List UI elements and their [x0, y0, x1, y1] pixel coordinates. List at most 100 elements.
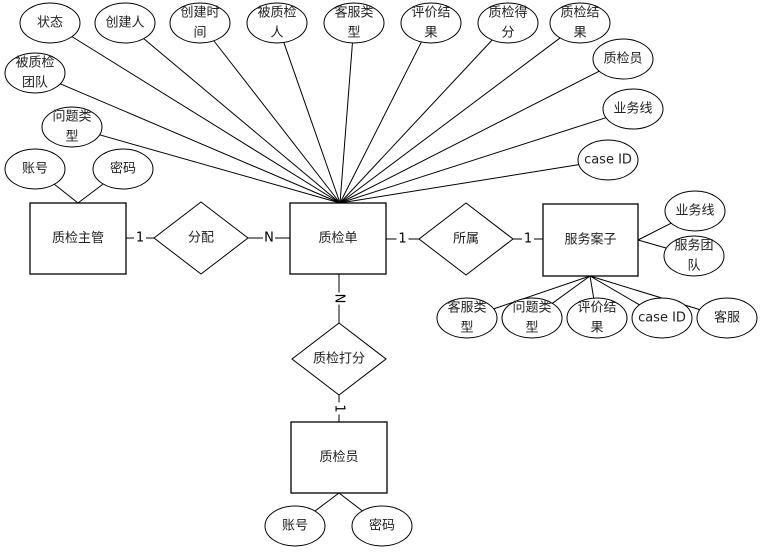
attribute-qc_order-status[interactable]: 状态	[19, 2, 81, 44]
entity-inspector[interactable]: 质检员	[290, 421, 388, 494]
entity-service_case[interactable]: 服务案子	[542, 203, 639, 277]
attribute-ellipse	[577, 139, 639, 181]
attribute-ellipse	[323, 2, 385, 44]
attribute-label: 队	[687, 259, 700, 274]
attribute-label: 人	[270, 26, 283, 41]
attribute-ellipse	[169, 2, 231, 44]
cardinality-label: 1	[398, 232, 406, 247]
attribute-ellipse	[631, 297, 693, 339]
attribute-label: 问题类	[512, 301, 551, 316]
connector-lines	[54, 36, 700, 512]
attribute-label: 账号	[22, 162, 48, 177]
attribute-ellipse	[4, 148, 66, 190]
attribute-label: 型	[525, 321, 538, 336]
cardinality-bg	[331, 292, 347, 305]
attribute-ellipse	[19, 2, 81, 44]
attribute-label: 客服类	[447, 300, 486, 316]
attribute-ellipse	[400, 2, 462, 44]
relationship-label: 质检打分	[313, 352, 365, 367]
attribute-qc_order-business-line[interactable]: 业务线	[602, 88, 664, 130]
attr-link-service_case-eval_result	[589, 275, 595, 299]
attribute-ellipse	[436, 297, 498, 339]
attr-link-service_case-business_line	[637, 222, 672, 241]
attribute-label: case ID	[638, 311, 686, 326]
attribute-label: 状态	[37, 16, 63, 31]
cardinality-assign-from: 1	[134, 230, 146, 246]
attr-link-qc_order-qc_result	[339, 37, 561, 204]
entity-label: 质检单	[318, 231, 357, 246]
cardinality-bg	[263, 230, 275, 246]
attribute-ellipse	[264, 505, 326, 547]
attr-link-qc_order-eval_result	[339, 41, 422, 204]
attr-link-qc_order-status	[71, 36, 341, 204]
attribute-inspector-password[interactable]: 密码	[351, 505, 413, 547]
relationship-assign[interactable]: 分配	[153, 201, 249, 275]
attribute-label: 创建时	[180, 6, 219, 21]
attribute-label: 型	[460, 321, 473, 336]
attribute-label: 业务线	[613, 101, 652, 117]
cardinality-belongs-from: 1	[396, 231, 409, 247]
attribute-label: 被质检	[257, 6, 296, 21]
entity-box	[290, 421, 388, 494]
attribute-label: 质检得	[488, 5, 527, 21]
attribute-ellipse	[664, 190, 726, 232]
attr-link-inspector-password	[338, 492, 363, 512]
attribute-service_case-business-line[interactable]: 业务线	[664, 190, 726, 232]
attr-link-qc_order-issue_type	[99, 134, 341, 204]
entity-supervisor[interactable]: 质检主管	[29, 202, 127, 275]
cardinality-label: N	[332, 294, 347, 304]
cardinality-label: 1	[136, 231, 144, 246]
attribute-label: case ID	[584, 153, 632, 168]
attribute-label: 创建人	[105, 16, 144, 31]
attribute-supervisor-account[interactable]: 账号	[4, 148, 66, 190]
attr-link-qc_order-inspected_team	[60, 83, 341, 204]
relationship-diamond	[291, 322, 387, 396]
attribute-qc_order-inspector[interactable]: 质检员	[592, 38, 654, 80]
relationship-belongs[interactable]: 所属	[418, 202, 514, 276]
attribute-label: 型	[65, 130, 78, 145]
attr-link-supervisor-account	[54, 183, 79, 204]
attr-link-supervisor-password	[77, 183, 104, 204]
entity-qc_order[interactable]: 质检单	[289, 202, 387, 275]
relationship-scoring[interactable]: 质检打分	[291, 322, 387, 396]
attribute-ellipse	[696, 297, 758, 339]
attribute-ellipse	[549, 2, 611, 44]
attribute-service_case-case-id[interactable]: case ID	[631, 297, 693, 339]
cardinality-belongs-to: 1	[522, 231, 534, 247]
attribute-inspector-account[interactable]: 账号	[264, 505, 326, 547]
attribute-qc_order-creator[interactable]: 创建人	[94, 2, 156, 44]
cardinality-scoring-to: 1	[331, 402, 347, 415]
attribute-label: 分	[501, 26, 514, 41]
attribute-label: 账号	[282, 519, 308, 534]
cardinality-assign-to: N	[263, 230, 275, 246]
attribute-label: 评价结	[411, 6, 450, 21]
relationship-label: 分配	[188, 231, 214, 246]
entity-label: 质检员	[319, 450, 358, 465]
cardinality-label: N	[264, 231, 274, 246]
attribute-supervisor-password[interactable]: 密码	[92, 148, 154, 190]
attribute-ellipse	[351, 505, 413, 547]
attribute-qc_order-case-id[interactable]: case ID	[577, 139, 639, 181]
cardinality-bg	[331, 402, 347, 415]
attr-link-service_case-cs_type	[493, 275, 591, 310]
attribute-service_case-cs-agent[interactable]: 客服	[696, 297, 758, 339]
attribute-label: 质检结	[560, 6, 599, 21]
attr-link-qc_order-qc_score	[339, 39, 493, 204]
attribute-label: 业务线	[675, 203, 714, 219]
attribute-label: 评价结	[577, 301, 616, 316]
attribute-label: 客服	[714, 310, 740, 326]
attribute-ellipse	[592, 38, 654, 80]
